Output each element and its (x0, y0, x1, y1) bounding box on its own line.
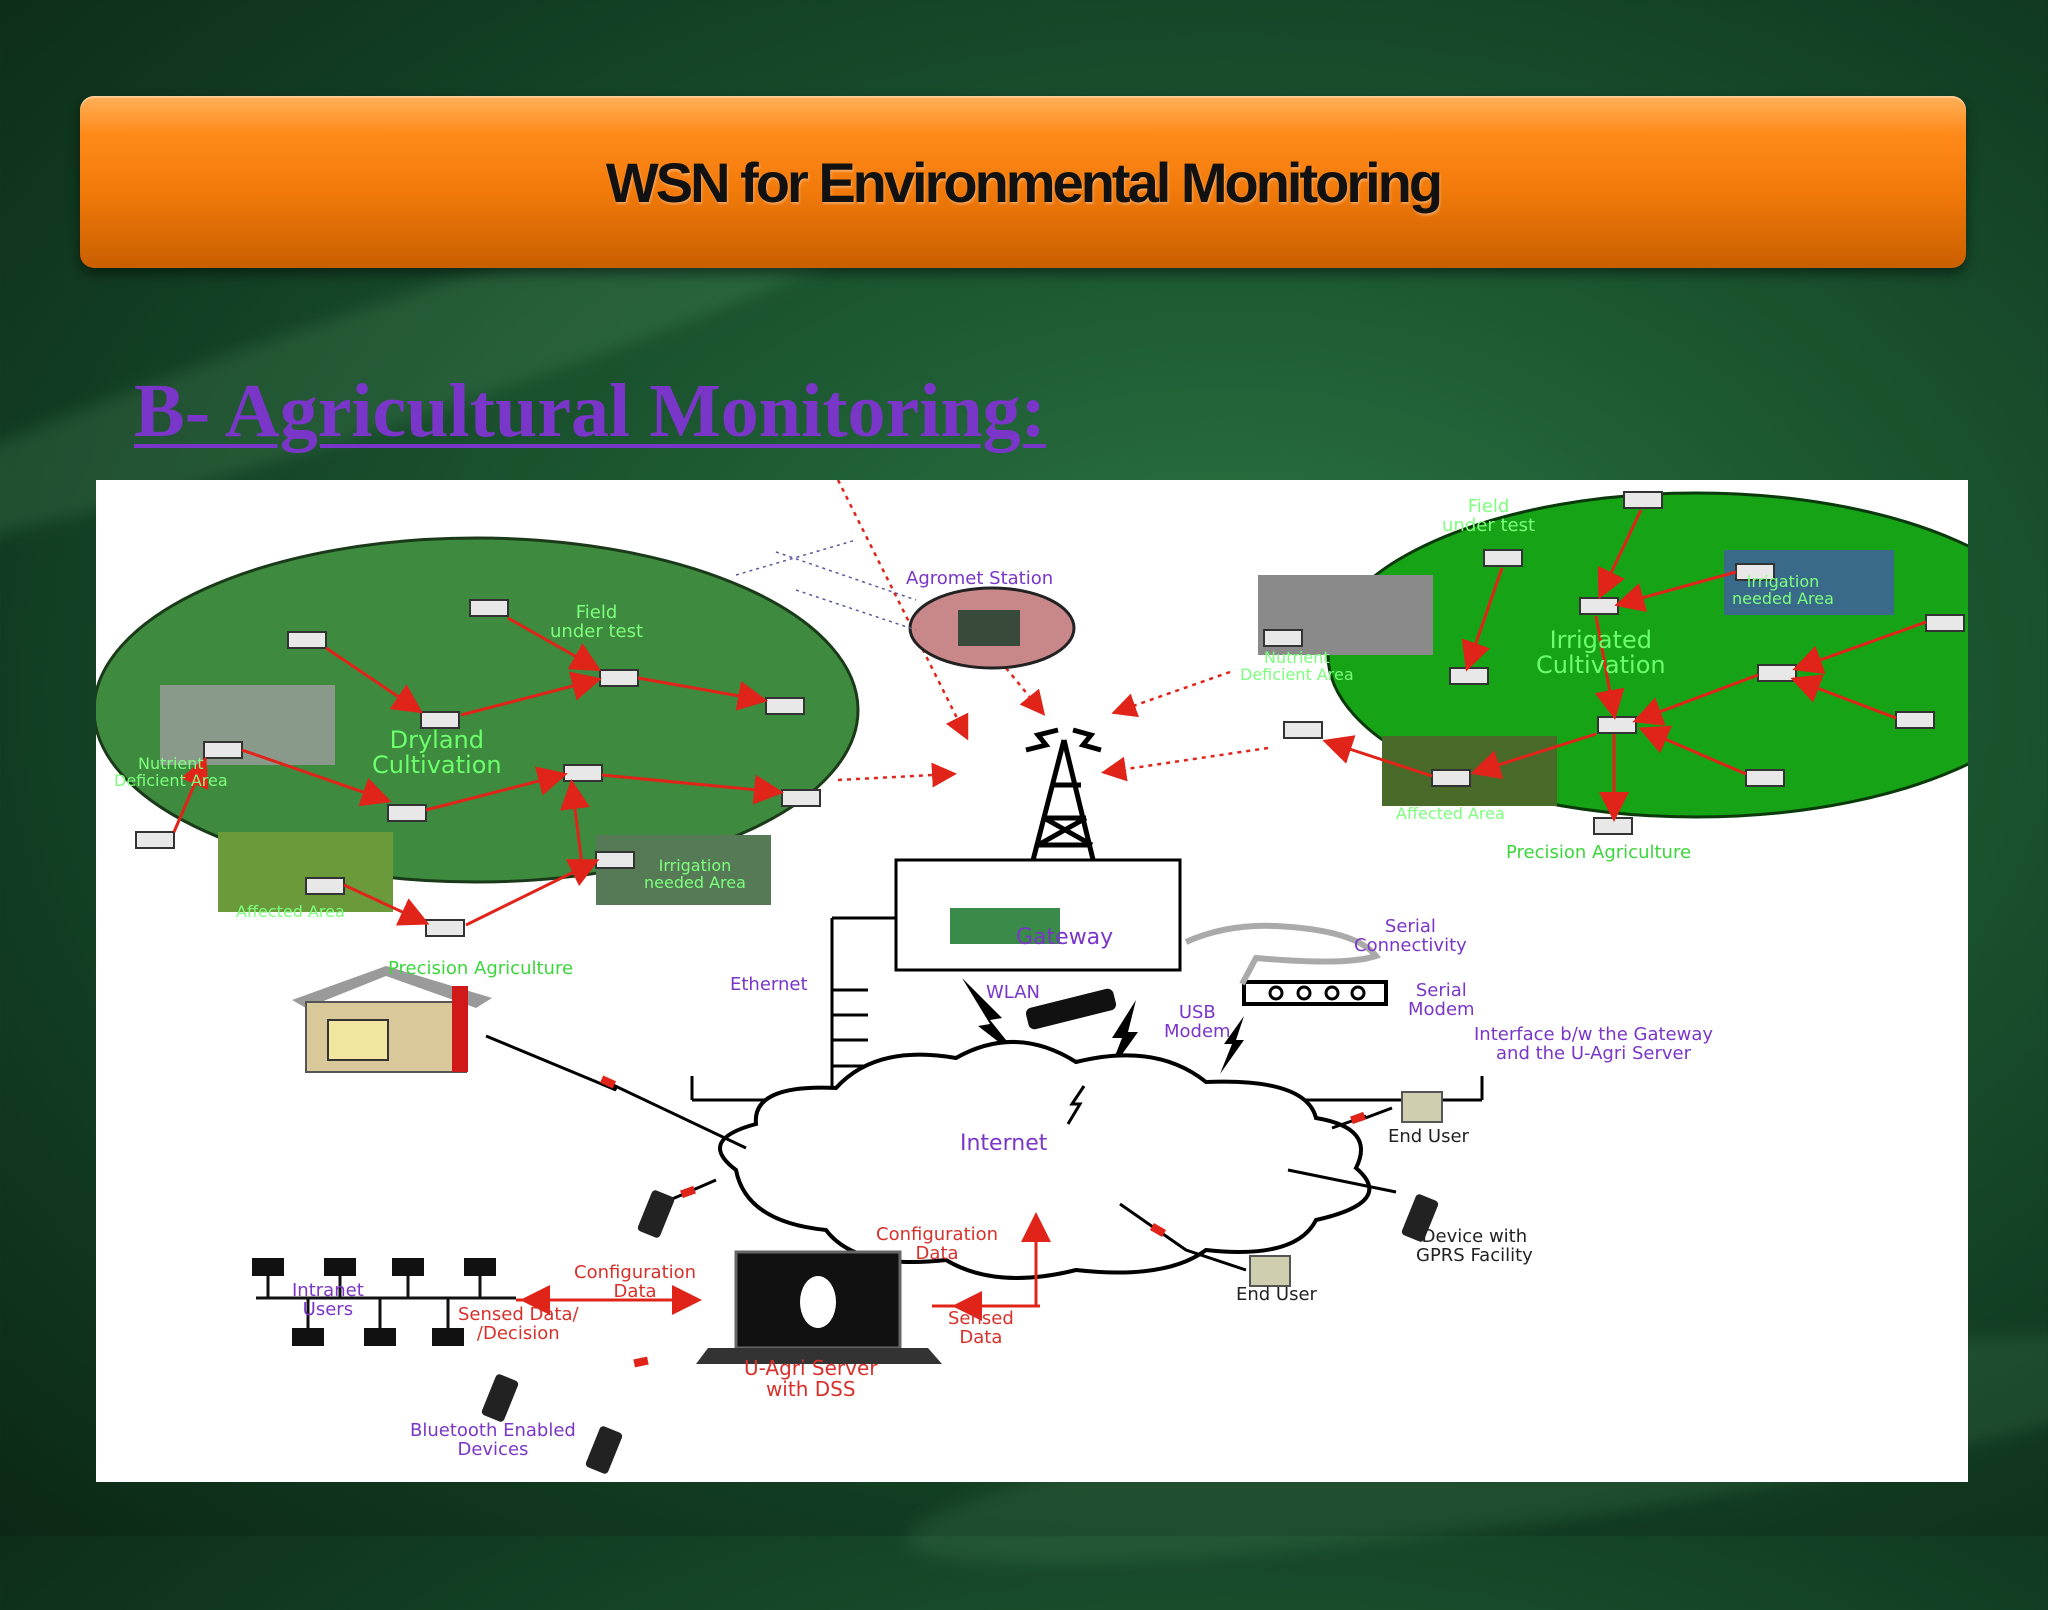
sensed-decision-label: Sensed Data/ /Decision (458, 1304, 579, 1344)
end-user-computers (1249, 1091, 1443, 1287)
ethernet-label: Ethernet (730, 974, 808, 995)
bluetooth-label: Bluetooth Enabled Devices (410, 1420, 576, 1460)
sensed-data-label: Sensed Data (948, 1308, 1014, 1348)
right-nutrient-label: Nutrient Deficient Area (1240, 648, 1354, 684)
intranet-terminals (252, 1258, 496, 1346)
left-cultivation-label: Dryland Cultivation (372, 726, 502, 780)
left-field-arrows (172, 616, 784, 927)
right-affected-label: Affected Area (1396, 804, 1505, 823)
wireless-links (836, 480, 1269, 788)
right-photo-irrigation (1724, 550, 1894, 615)
right-precision-caption: Precision Agriculture (1506, 842, 1692, 863)
usb-modem-shape (1025, 988, 1117, 1030)
config-data-label-1: Configuration Data (876, 1224, 999, 1264)
intranet-users-label: Intranet Users (292, 1280, 364, 1320)
slide-subtitle: B- Agricultural Monitoring: (134, 369, 1046, 453)
agromet-label: Agromet Station (906, 568, 1054, 589)
left-photo-irrigation (596, 835, 771, 905)
left-photo-affected (218, 832, 393, 912)
end-user-1-label: End User (1388, 1126, 1469, 1147)
intranet-bus (256, 1276, 516, 1328)
internet-label: Internet (960, 1131, 1048, 1156)
interface-label: Interface b/w the Gateway and the U-Agri… (1474, 1024, 1714, 1064)
left-precision-caption: Precision Agriculture (388, 958, 574, 979)
right-cultivation-label: Irrigated Cultivation (1536, 626, 1666, 680)
farm-house (292, 966, 492, 1073)
serial-modem-label: Serial Modem (1408, 980, 1475, 1020)
antenna-tower (1025, 727, 1102, 873)
right-field-under-test-label: Field under test (1442, 496, 1536, 536)
serial-ports (1268, 985, 1366, 1001)
laptop-server (696, 1250, 942, 1364)
config-data-label-2: Configuration Data (574, 1262, 697, 1302)
gateway-label: Gateway (1016, 925, 1114, 950)
server-links (516, 1212, 1051, 1321)
right-irrigation-label: Irrigation needed Area (1732, 572, 1834, 608)
link-markers (599, 1075, 1366, 1368)
serial-connectivity-label: Serial Connectivity (1354, 916, 1467, 956)
left-irrigation-label: Irrigation needed Area (644, 856, 746, 892)
mobile-phones (481, 1190, 1439, 1474)
end-user-2-label: End User (1236, 1284, 1317, 1305)
right-sensor-nodes (1263, 491, 1965, 835)
right-field-arrows (1322, 509, 1927, 822)
gateway-board (950, 908, 1060, 944)
agromet-device (958, 610, 1020, 646)
diagram-graphics (96, 480, 1968, 1474)
title-bar: WSN for Environmental Monitoring (80, 96, 1966, 268)
agromet-sketch (735, 539, 917, 631)
wlan-label: WLAN (986, 982, 1041, 1003)
server-label: U-Agri Server with DSS (744, 1356, 878, 1401)
left-sensor-nodes (135, 599, 821, 937)
left-field-under-test-label: Field under test (550, 602, 644, 642)
gprs-device-label: Device with GPRS Facility (1416, 1226, 1533, 1266)
left-affected-label: Affected Area (236, 902, 345, 921)
serial-cable (1184, 922, 1381, 986)
usb-modem-label: USB Modem (1164, 1002, 1231, 1042)
wsn-diagram: Field under test Dryland Cultivation Nut… (96, 480, 1968, 1482)
internet-cloud (718, 1040, 1372, 1280)
slide-title: WSN for Environmental Monitoring (605, 150, 1443, 214)
left-nutrient-label: Nutrient Deficient Area (114, 754, 228, 790)
